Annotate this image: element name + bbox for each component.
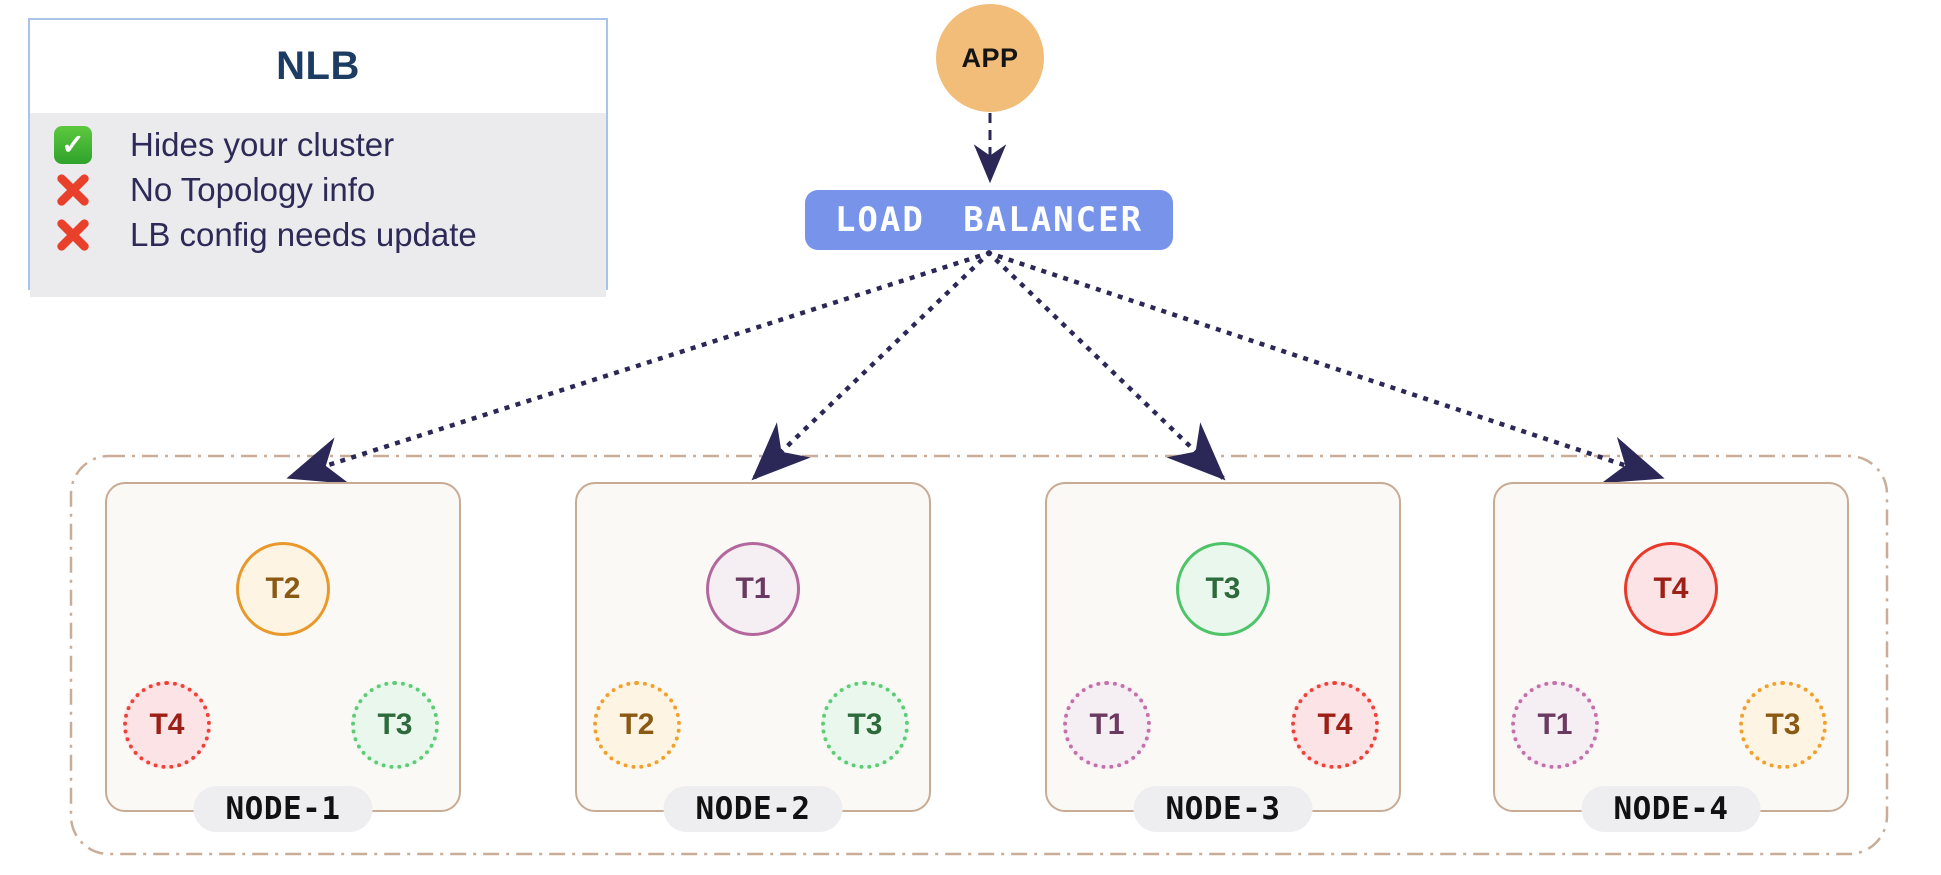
cluster-node-1: T2 T4 T3 NODE-1 (105, 482, 461, 832)
node-name-badge: NODE-3 (1133, 786, 1313, 832)
tablet-label: T4 (149, 708, 185, 741)
tablet-circle: T1 (1063, 681, 1151, 769)
tablet-label: T2 (265, 572, 301, 605)
tablet-label: T1 (1089, 708, 1125, 741)
arrow-lb-to-node3 (985, 249, 1226, 481)
app-label: APP (961, 42, 1019, 73)
cross-icon (52, 214, 94, 256)
tablet-label: T4 (1317, 708, 1353, 741)
arrow-lb-to-node2 (751, 249, 993, 481)
load-balancer: LOAD BALANCER (805, 190, 1173, 250)
panel-body: ✓ Hides your cluster No Topology info LB… (30, 113, 606, 297)
list-item: No Topology info (52, 167, 606, 212)
tablet-label: T3 (1205, 572, 1241, 605)
tablet-circle: T4 (123, 681, 211, 769)
tablet-circle: T3 (351, 681, 439, 769)
cluster-node-4: T4 T1 T3 NODE-4 (1493, 482, 1849, 832)
tablet-label: T3 (377, 708, 413, 741)
cross-icon (52, 169, 94, 211)
list-item-label: Hides your cluster (130, 125, 395, 163)
node-name-badge: NODE-1 (193, 786, 373, 832)
tablet-label: T2 (619, 708, 655, 741)
tablet-circle: T1 (706, 542, 800, 636)
tablet-circle: T4 (1624, 542, 1718, 636)
tablet-label: T1 (735, 572, 771, 605)
node-name-badge: NODE-4 (1581, 786, 1761, 832)
tablet-circle: T1 (1511, 681, 1599, 769)
tablet-circle: T3 (821, 681, 909, 769)
nlb-info-panel: NLB ✓ Hides your cluster No Topology inf… (28, 18, 608, 297)
node-name-badge: NODE-2 (663, 786, 843, 832)
load-balancer-label: LOAD BALANCER (834, 200, 1144, 240)
list-item: ✓ Hides your cluster (52, 122, 606, 167)
check-icon: ✓ (52, 124, 94, 166)
tablet-label: T4 (1653, 572, 1689, 605)
tablet-label: T3 (1765, 708, 1801, 741)
tablet-circle: T3 (1739, 681, 1827, 769)
tablet-circle: T4 (1291, 681, 1379, 769)
list-item: LB config needs update (52, 212, 606, 257)
tablet-label: T3 (847, 708, 883, 741)
tablet-circle: T2 (593, 681, 681, 769)
arrow-lb-to-node4 (986, 250, 1665, 484)
list-item-label: LB config needs update (130, 215, 477, 253)
app-node: APP (936, 4, 1044, 112)
tablet-circle: T3 (1176, 542, 1270, 636)
cluster-node-2: T1 T2 T3 NODE-2 (575, 482, 931, 832)
list-item-label: No Topology info (130, 170, 376, 208)
cluster-node-3: T3 T1 T4 NODE-3 (1045, 482, 1401, 832)
panel-title: NLB (276, 44, 360, 88)
tablet-label: T1 (1537, 708, 1573, 741)
tablet-circle: T2 (236, 542, 330, 636)
